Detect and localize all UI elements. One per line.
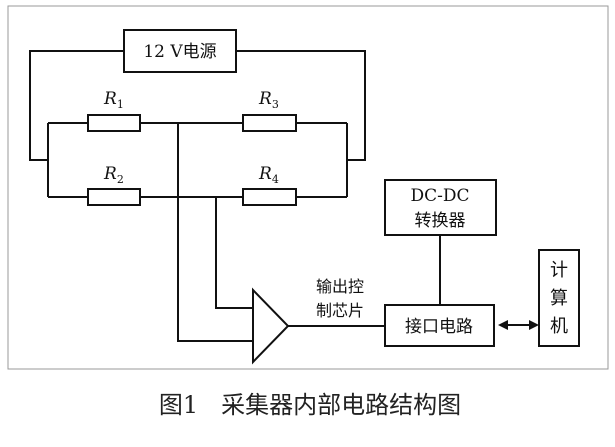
power-supply-label: 12 V电源 [143,42,216,62]
computer-box [538,249,580,347]
figure-caption: 图1 采集器内部电路结构图 [159,391,461,419]
resistor-r3-label: R3 [258,89,279,111]
dcdc-label-line1: DC-DC [410,186,469,206]
resistor-r4 [242,188,297,206]
power-wire-left [29,50,124,161]
output-chip-label-line1: 输出控 [316,277,364,296]
dcdc-converter-box [384,179,497,236]
resistor-r4-label: R4 [258,164,279,186]
interface-circuit-box [384,304,495,347]
arrow-head-right [529,320,539,330]
output-chip-label-line2: 制芯片 [316,301,364,320]
resistor-r2-label: R2 [103,164,124,186]
signal-wire-bottom-node [215,197,253,309]
amplifier-triangle [252,287,290,365]
resistor-r3 [242,114,297,132]
resistor-r1-label: R1 [103,89,124,111]
computer-label-char1: 计 [550,260,568,281]
computer-label-char2: 算 [550,288,568,309]
signal-wire-top-node [177,123,253,342]
computer-label-char3: 机 [550,316,568,337]
interface-circuit-label: 接口电路 [405,317,473,337]
resistor-r1 [87,114,141,132]
arrow-head-left [498,320,508,330]
diagram-frame [7,5,609,370]
power-wire-right [236,50,366,161]
resistor-r2 [87,188,141,206]
dcdc-label-line2: 转换器 [415,211,466,231]
